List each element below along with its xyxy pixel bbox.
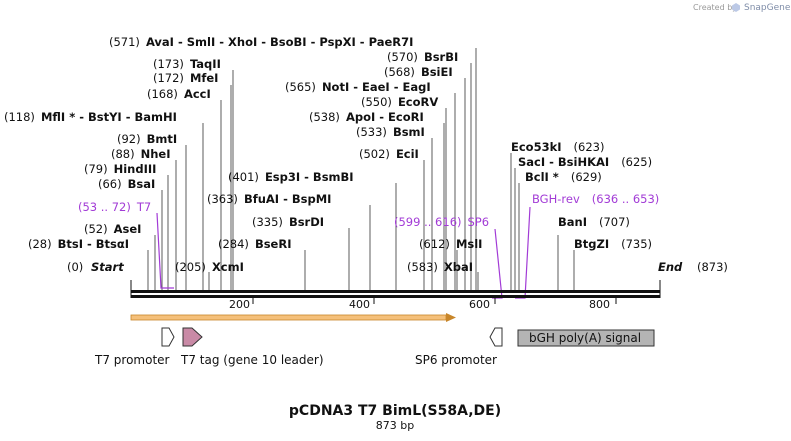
t7-tag-arrow bbox=[182, 327, 203, 347]
site-label-571: (571)AvaI - SmlI - XhoI - BsoBI - PspXI … bbox=[109, 35, 413, 49]
site-label-570: (570)BsrBI bbox=[387, 50, 458, 64]
site-label-550: (550)EcoRV bbox=[361, 95, 438, 109]
sp6-promoter-arrow bbox=[489, 327, 503, 347]
site-label-168: (168)AccI bbox=[147, 87, 211, 101]
end-pos: (873) bbox=[697, 260, 728, 274]
site-label-172: (172)MfeI bbox=[153, 71, 218, 85]
t7-tag-label: T7 tag (gene 10 leader) bbox=[180, 353, 324, 367]
restriction-sites: (571)AvaI - SmlI - XhoI - BsoBI - PspXI … bbox=[4, 35, 652, 274]
primers: (53 .. 72)T7 (599 .. 616)SP6 BGH-rev(636… bbox=[78, 192, 659, 299]
tick-800: 800 bbox=[589, 298, 610, 311]
site-label-707: BanI(707) bbox=[558, 215, 630, 229]
t7-promoter-label: T7 promoter bbox=[94, 353, 170, 367]
site-label-625: SacI - BsiHKAI(625) bbox=[518, 155, 652, 169]
primer-t7-label: (53 .. 72)T7 bbox=[78, 200, 151, 214]
plasmid-title: pCDNA3 T7 BimL(S58A,DE) bbox=[289, 403, 501, 419]
site-label-28: (28)BtsI - BtsαI bbox=[28, 237, 129, 251]
site-label-88: (88)NheI bbox=[111, 147, 171, 161]
credit-brand: SnapGene bbox=[744, 3, 791, 13]
site-label-118: (118)MflI * - BstYI - BamHI bbox=[4, 110, 177, 124]
start-pos: (0) bbox=[67, 260, 83, 274]
site-label-568: (568)BsiEI bbox=[384, 65, 453, 79]
site-label-533: (533)BsmI bbox=[356, 125, 425, 139]
bgh-polya-box bbox=[517, 329, 655, 347]
snapgene-logo-icon bbox=[732, 3, 740, 12]
site-label-612: (612)MslI bbox=[419, 237, 482, 251]
site-label-205: (205)XcmI bbox=[175, 260, 244, 274]
site-label-623: Eco53kI(623) bbox=[511, 140, 604, 154]
scale-ticks: 200 400 600 800 bbox=[229, 298, 617, 311]
site-label-629: BclI *(629) bbox=[525, 170, 602, 184]
site-label-173: (173)TaqII bbox=[153, 57, 221, 71]
primer-sp6-label: (599 .. 616)SP6 bbox=[394, 215, 489, 229]
site-label-335: (335)BsrDI bbox=[252, 215, 324, 229]
backbone bbox=[130, 280, 661, 298]
orf-arrow bbox=[130, 313, 456, 322]
primer-bghrev-arrow bbox=[515, 206, 531, 299]
tick-600: 600 bbox=[469, 298, 490, 311]
sp6-promoter-label: SP6 promoter bbox=[415, 353, 497, 367]
site-label-92: (92)BmtI bbox=[117, 132, 177, 146]
end-label: End bbox=[658, 260, 683, 274]
bgh-polya-label: bGH poly(A) signal bbox=[529, 331, 641, 345]
plasmid-length: 873 bp bbox=[376, 419, 414, 432]
site-label-538: (538)ApoI - EcoRI bbox=[309, 110, 424, 124]
primer-t7-arrow bbox=[156, 212, 174, 289]
site-label-401: (401)Esp3I - BsmBI bbox=[228, 170, 354, 184]
site-label-583: (583)XbaI bbox=[407, 260, 473, 274]
t7-promoter-arrow bbox=[161, 327, 175, 347]
site-label-66: (66)BsaI bbox=[98, 177, 155, 191]
site-label-52: (52)AseI bbox=[84, 222, 141, 236]
site-label-284: (284)BseRI bbox=[218, 237, 291, 251]
site-label-502: (502)EciI bbox=[359, 147, 419, 161]
features: bGH poly(A) signal T7 promoter T7 tag (g… bbox=[94, 327, 655, 367]
site-label-735: BtgZI(735) bbox=[574, 237, 652, 251]
start-label: Start bbox=[91, 260, 124, 274]
site-label-565: (565)NotI - EaeI - EagI bbox=[285, 80, 431, 94]
primer-bghrev-label: BGH-rev(636 .. 653) bbox=[532, 192, 659, 206]
tick-400: 400 bbox=[349, 298, 370, 311]
credit-text: Created by bbox=[693, 3, 737, 12]
site-label-79: (79)HindIII bbox=[84, 162, 156, 176]
site-label-363: (363)BfuAI - BspMI bbox=[207, 192, 331, 206]
tick-200: 200 bbox=[229, 298, 250, 311]
site-leader-lines bbox=[147, 48, 575, 292]
primer-sp6-arrow bbox=[492, 228, 503, 299]
